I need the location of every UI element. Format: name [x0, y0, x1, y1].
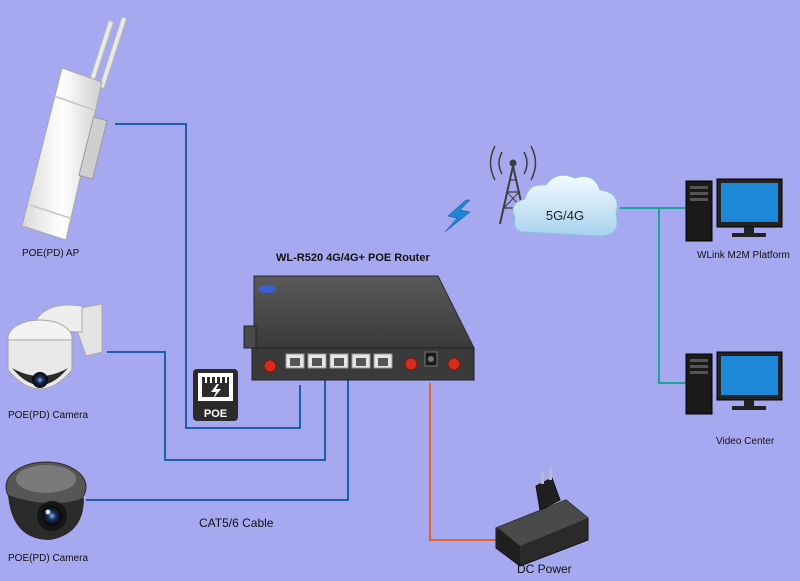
power-cable	[429, 383, 497, 541]
dc-power-adapter	[495, 468, 589, 567]
wireless-signal-icon	[444, 199, 471, 233]
cable-label: CAT5/6 Cable	[199, 516, 274, 530]
cable-ptz-camera	[107, 351, 326, 461]
ptz-camera-label: POE(PD) Camera	[8, 410, 89, 421]
router-title: WL-R520 4G/4G+ POE Router	[276, 252, 430, 264]
platform-lines	[620, 207, 686, 384]
platform-computer	[685, 178, 783, 242]
video-center-label: Video Center	[716, 436, 775, 447]
cable-ap	[115, 123, 301, 429]
router	[243, 275, 475, 381]
cloud-label: 5G/4G	[546, 208, 584, 223]
cable-dome-camera	[86, 380, 349, 501]
cloud-icon	[512, 174, 618, 237]
poe-badge: POE	[193, 369, 238, 421]
video-center-computer	[685, 351, 783, 415]
dome-camera-label: POE(PD) Camera	[8, 553, 89, 564]
access-point	[21, 16, 128, 241]
dc-power-label: DC Power	[517, 562, 572, 576]
dome-camera	[5, 461, 87, 540]
ptz-camera	[7, 303, 103, 390]
platform-label: WLink M2M Platform	[697, 250, 790, 261]
poe-badge-label: POE	[204, 408, 227, 420]
ap-label: POE(PD) AP	[22, 248, 80, 259]
ethernet-cables	[86, 123, 349, 501]
